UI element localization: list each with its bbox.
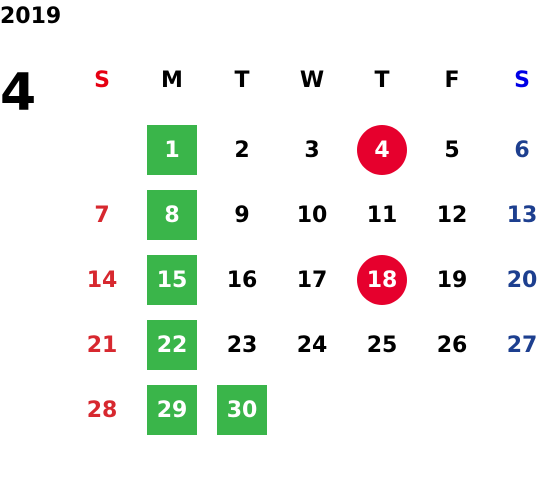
day-number: 13 [506, 202, 538, 228]
day-cell: 7 [67, 189, 137, 241]
day-cell: 21 [67, 319, 137, 371]
week-row-3: 14 15 16 17 18 19 20 [67, 254, 548, 306]
day-cell: 2 [207, 124, 277, 176]
day-cell: 16 [207, 254, 277, 306]
year-label: 2019 [0, 4, 62, 29]
day-number: 27 [506, 332, 538, 358]
weekday-friday: F [444, 67, 460, 93]
weekday-tuesday: T [234, 67, 250, 93]
day-number: 16 [226, 267, 258, 293]
day-cell: 25 [347, 319, 417, 371]
day-cell: 3 [277, 124, 347, 176]
day-number: 8 [147, 190, 197, 240]
weekday-thursday: T [374, 67, 390, 93]
weekday-wednesday: W [299, 67, 325, 93]
day-number: 28 [86, 397, 118, 423]
day-cell: 9 [207, 189, 277, 241]
day-number: 18 [357, 255, 407, 305]
day-number: 17 [296, 267, 328, 293]
month-number: 4 [0, 63, 37, 123]
day-cell: 18 [347, 254, 417, 306]
day-number: 1 [147, 125, 197, 175]
day-cell: 4 [347, 124, 417, 176]
day-cell: 5 [417, 124, 487, 176]
day-number: 29 [147, 385, 197, 435]
day-number: 12 [436, 202, 468, 228]
day-number: 9 [234, 202, 250, 228]
day-cell: 28 [67, 384, 137, 436]
day-number: 26 [436, 332, 468, 358]
day-cell: 22 [137, 319, 207, 371]
day-cell: 1 [137, 124, 207, 176]
day-cell: 19 [417, 254, 487, 306]
day-number: 19 [436, 267, 468, 293]
day-number: 23 [226, 332, 258, 358]
day-cell: 12 [417, 189, 487, 241]
day-number: 15 [147, 255, 197, 305]
weekday-saturday: S [514, 67, 530, 93]
week-row-5: 28 29 30 [67, 384, 548, 436]
day-cell: 15 [137, 254, 207, 306]
day-cell: 6 [487, 124, 548, 176]
day-cell: 20 [487, 254, 548, 306]
day-cell-empty [417, 384, 487, 436]
day-cell: 27 [487, 319, 548, 371]
week-row-1: 1 2 3 4 5 6 [67, 124, 548, 176]
day-number: 22 [147, 320, 197, 370]
weekday-sunday: S [94, 67, 110, 93]
day-number: 7 [94, 202, 110, 228]
day-cell: 30 [207, 384, 277, 436]
day-cell: 8 [137, 189, 207, 241]
day-cell-empty [487, 384, 548, 436]
day-cell: 14 [67, 254, 137, 306]
day-number: 5 [444, 137, 460, 163]
day-number: 2 [234, 137, 250, 163]
day-number: 11 [366, 202, 398, 228]
day-cell: 13 [487, 189, 548, 241]
day-number: 3 [304, 137, 320, 163]
day-number: 6 [514, 137, 530, 163]
day-number: 24 [296, 332, 328, 358]
day-cell: 24 [277, 319, 347, 371]
day-cell: 26 [417, 319, 487, 371]
day-cell: 17 [277, 254, 347, 306]
day-cell-empty [347, 384, 417, 436]
day-cell-empty [67, 124, 137, 176]
day-number: 20 [506, 267, 538, 293]
day-cell-empty [277, 384, 347, 436]
day-number: 14 [86, 267, 118, 293]
day-number: 10 [296, 202, 328, 228]
weekday-header-row: S M T W T F S [67, 62, 548, 98]
day-cell: 23 [207, 319, 277, 371]
week-row-2: 7 8 9 10 11 12 13 [67, 189, 548, 241]
weekday-monday: M [161, 67, 183, 93]
week-row-4: 21 22 23 24 25 26 27 [67, 319, 548, 371]
day-number: 25 [366, 332, 398, 358]
day-cell: 29 [137, 384, 207, 436]
day-number: 21 [86, 332, 118, 358]
day-number: 4 [357, 125, 407, 175]
day-number: 30 [217, 385, 267, 435]
day-cell: 10 [277, 189, 347, 241]
day-cell: 11 [347, 189, 417, 241]
